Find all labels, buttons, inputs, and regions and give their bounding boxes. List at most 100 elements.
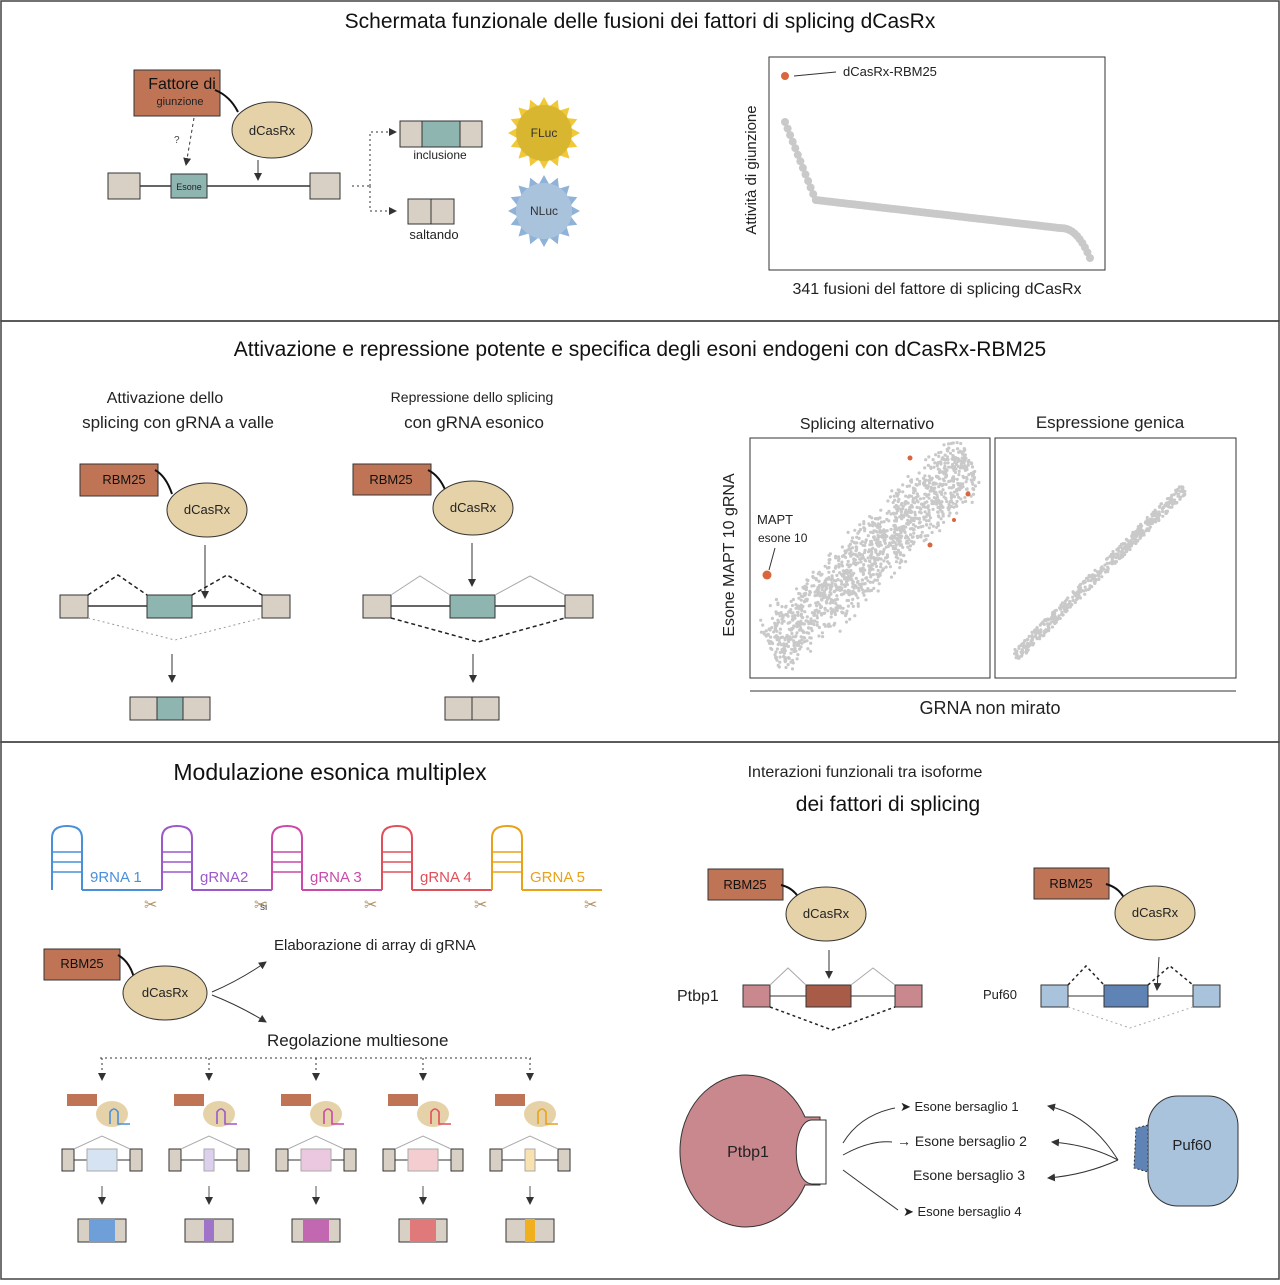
scatter2-title: Espressione genica: [1036, 413, 1185, 432]
scatter1-point: [952, 505, 956, 509]
puf-dcasrx-label: dCasRx: [1132, 905, 1179, 920]
scatter1-point: [823, 623, 827, 627]
scatter2-point: [1174, 491, 1178, 495]
scatter1-point: [927, 513, 931, 517]
grna-label: 9RNA 1: [90, 869, 142, 886]
scatter1-point: [780, 617, 784, 622]
scatter1-point: [866, 550, 871, 554]
scatter2-point: [1110, 560, 1114, 564]
scatter1-point: [883, 541, 887, 546]
act-rbm25-label: RBM25: [102, 472, 145, 487]
scatter2-point: [1062, 606, 1066, 611]
scatter1-point: [776, 618, 780, 622]
scatter1-point: [782, 654, 786, 659]
inclusion-right: [459, 120, 483, 148]
hit-point: [952, 518, 956, 522]
scatter1-point: [853, 614, 857, 618]
scatter1-point: [857, 536, 861, 541]
scatter1-point: [876, 516, 880, 521]
scatter1-point: [827, 570, 831, 574]
scatter1-point: [856, 604, 860, 608]
puf-exon-right: [1192, 984, 1221, 1008]
scatter2-point: [1063, 599, 1067, 604]
scatter1-point: [864, 538, 868, 542]
flank-exon-left: [107, 172, 141, 200]
scatter1-point: [942, 472, 946, 476]
scatter1-point: [935, 461, 940, 466]
puf-rbm25-label: RBM25: [1049, 876, 1092, 891]
scatter2-point: [1180, 487, 1184, 491]
scatter1-point: [853, 528, 857, 532]
inclusion-label: inclusione: [413, 148, 467, 162]
scatter1-point: [931, 524, 936, 528]
act-junction-skip: [87, 617, 263, 641]
scatter2-point: [1145, 515, 1149, 520]
scatter1-point: [890, 489, 894, 493]
scatter1-point: [957, 457, 961, 462]
unit-grna: [216, 1108, 237, 1125]
scatter1-point: [951, 462, 955, 467]
scatter1-point: [924, 515, 928, 519]
scatter1-point: [867, 522, 871, 526]
rep-junction-left: [390, 575, 451, 596]
scatter1-point: [778, 614, 782, 618]
act-dcasrx-ellipse: [166, 482, 248, 538]
scatter1-point: [913, 516, 917, 520]
scatter1-point: [928, 516, 933, 520]
scatter1-point: [944, 475, 948, 479]
scatter1-point: [778, 627, 783, 631]
scatter1-point: [840, 563, 844, 567]
scatter1-point: [900, 534, 904, 538]
scatter2-point: [1110, 557, 1114, 561]
scatter1-point: [926, 506, 930, 510]
scatter1-point: [882, 559, 886, 563]
scatter2-point: [1161, 505, 1165, 510]
scatter1-point: [945, 455, 950, 459]
scatter1-point: [938, 529, 942, 533]
scatter2-point: [1128, 547, 1132, 552]
scatter1-point: [833, 621, 837, 626]
nluc-label: NLuc: [530, 204, 558, 218]
puf60-link-3: [1047, 1159, 1119, 1182]
panel2-title: Attivazione e repressione potente e spec…: [234, 338, 1046, 361]
scatter1-point: [903, 530, 907, 535]
scatter1-point: [866, 556, 870, 560]
scatter1-point: [951, 493, 955, 497]
unit-exon-left: [275, 1148, 289, 1172]
scatter1-point: [811, 570, 815, 574]
unit-product-exon: [303, 1219, 329, 1242]
scatter1-point: [881, 568, 885, 572]
scatter1-point: [897, 533, 901, 537]
scatter1-point: [963, 448, 967, 452]
scatter1-point: [914, 482, 918, 487]
scatter2-point: [1116, 552, 1120, 556]
scatter1-point: [795, 631, 799, 635]
scatter-ylabel: Esone MAPT 10 gRNA: [721, 473, 738, 637]
scatter2-point: [1017, 646, 1021, 651]
scatter1-point: [872, 586, 876, 590]
scatter1-point: [894, 515, 898, 519]
puf-exon-left: [1040, 984, 1069, 1008]
scatter2-point: [1038, 635, 1042, 639]
scatter1-point: [878, 523, 882, 527]
scatter1-point: [797, 623, 802, 627]
scatter1-point: [845, 563, 850, 567]
scatter1-point: [789, 599, 793, 604]
scatter1-point: [943, 458, 948, 462]
scatter1-point: [834, 606, 838, 610]
scatter1-point: [818, 593, 822, 597]
skipping-left: [407, 198, 432, 225]
scatter2-point: [1148, 525, 1152, 529]
scatter2-point: [1147, 529, 1151, 533]
scatter1-point: [949, 504, 954, 509]
scatter1-point: [811, 576, 816, 580]
scatter1-point: [907, 515, 911, 519]
scatter2-point: [1039, 628, 1043, 632]
scatter1-point: [805, 631, 809, 635]
scatter1-point: [935, 495, 940, 500]
scatter1-point: [770, 616, 775, 621]
scatter2-point: [1178, 497, 1182, 501]
scatter1-point: [778, 631, 782, 635]
scatter1-point: [835, 586, 840, 590]
scatter1-point: [924, 537, 928, 542]
